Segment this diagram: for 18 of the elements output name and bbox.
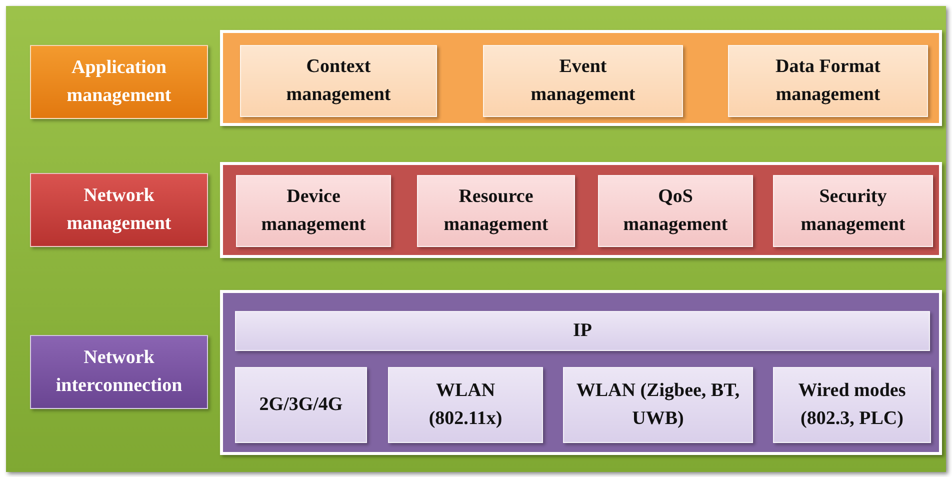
module-box: Wired modes (802.3, PLC)	[773, 367, 931, 443]
module-box: Data Format management	[728, 45, 928, 117]
module-box: Device management	[236, 175, 391, 247]
module-box: QoS management	[598, 175, 753, 247]
module-box: Context management	[240, 45, 437, 117]
layer-panel	[220, 30, 942, 126]
module-box: Event management	[483, 45, 683, 117]
module-box: IP	[235, 311, 930, 351]
layer-label: Network interconnection	[30, 335, 208, 409]
module-box: Security management	[773, 175, 933, 247]
module-box: WLAN (802.11x)	[388, 367, 543, 443]
module-box: Resource management	[417, 175, 575, 247]
layer-label: Network management	[30, 173, 208, 247]
layer-panel	[220, 290, 942, 455]
module-box: 2G/3G/4G	[235, 367, 367, 443]
layer-label: Application management	[30, 45, 208, 119]
layer-panel	[220, 162, 942, 258]
module-box: WLAN (Zigbee, BT, UWB)	[563, 367, 753, 443]
